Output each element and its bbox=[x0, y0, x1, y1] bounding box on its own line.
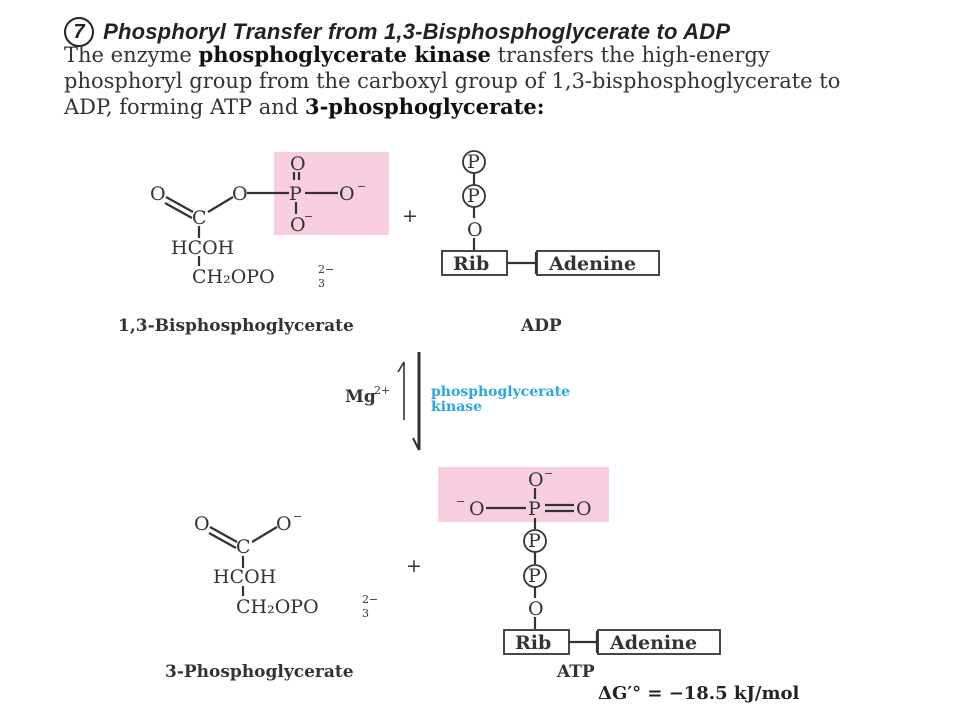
atom-o-right: O bbox=[576, 498, 592, 520]
hcoh-label: HCOH bbox=[171, 237, 234, 259]
atom-o-p-top: O bbox=[290, 153, 306, 175]
step-number-badge: 7 bbox=[64, 17, 94, 47]
enzyme-label-line1: phosphoglycerate bbox=[431, 384, 570, 400]
atom-o-left: O bbox=[469, 498, 485, 520]
bond bbox=[251, 526, 278, 543]
charge-minus: − bbox=[357, 180, 366, 193]
label-adp: ADP bbox=[520, 316, 562, 336]
hcoh-label: HCOH bbox=[213, 566, 276, 588]
atom-o-carbonyl: O bbox=[150, 183, 166, 205]
atom-c: C bbox=[236, 536, 251, 558]
bond bbox=[165, 196, 194, 213]
atom-p: P bbox=[528, 565, 541, 587]
adenine-label: Adenine bbox=[609, 632, 697, 654]
atom-p: P bbox=[528, 530, 541, 552]
atom-o: O bbox=[467, 219, 483, 241]
atom-p: P bbox=[289, 183, 302, 205]
bond bbox=[207, 196, 234, 213]
plus-sign-reactants: + bbox=[402, 205, 418, 227]
atom-o-p-right: O bbox=[339, 183, 355, 205]
charge-minus: − bbox=[293, 510, 302, 523]
atom-o-carbonyl: O bbox=[194, 513, 210, 535]
desc-enzyme: phosphoglycerate kinase bbox=[198, 42, 491, 67]
subscript-3: 3 bbox=[318, 277, 325, 290]
bisphosphoglycerate-structure: O O P O O O − − C HCOH CH₂OPO 2− 3 bbox=[150, 152, 389, 290]
atom-p: P bbox=[528, 498, 541, 520]
rib-label: Rib bbox=[515, 632, 551, 654]
ch2opo3-label: CH₂OPO bbox=[192, 266, 275, 288]
adenine-box bbox=[597, 629, 721, 655]
reaction-arrow: Mg 2+ phosphoglycerate kinase bbox=[345, 352, 570, 451]
label-bisphosphoglycerate: 1,3-Bisphosphoglycerate bbox=[118, 316, 354, 336]
step-title: Phosphoryl Transfer from 1,3-Bisphosphog… bbox=[103, 19, 731, 44]
bond bbox=[164, 202, 193, 219]
charge-minus: − bbox=[544, 467, 553, 480]
phosphoryl-highlight-bottom bbox=[438, 467, 609, 522]
atom-o-top: O bbox=[528, 469, 544, 491]
adp-structure: P P O Rib Adenine bbox=[441, 150, 660, 276]
desc-product: 3-phosphoglycerate: bbox=[304, 94, 545, 119]
atom-p: P bbox=[467, 185, 480, 207]
label-atp: ATP bbox=[556, 662, 595, 682]
bond bbox=[209, 526, 238, 543]
metal-charge: 2+ bbox=[374, 384, 390, 397]
phosphoglycerate-structure: O O − C HCOH CH₂OPO 2− 3 bbox=[194, 510, 378, 620]
delta-g-value: ΔG′° = −18.5 kJ/mol bbox=[598, 683, 800, 704]
plus-sign-products: + bbox=[406, 555, 422, 577]
adenine-box bbox=[536, 250, 660, 276]
desc-part1: The enzyme bbox=[64, 43, 199, 67]
atom-o: O bbox=[528, 598, 544, 620]
subscript-3: 3 bbox=[362, 607, 369, 620]
charge-2minus: 2− bbox=[318, 263, 334, 276]
ch2opo3-label: CH₂OPO bbox=[236, 596, 319, 618]
label-3-phosphoglycerate: 3-Phosphoglycerate bbox=[165, 662, 354, 682]
atom-o-ester: O bbox=[232, 183, 248, 205]
arrow-head-forward bbox=[412, 437, 420, 451]
enzyme-label-line2: kinase bbox=[431, 399, 482, 415]
step-title-row: 7 Phosphoryl Transfer from 1,3-Bisphosph… bbox=[64, 17, 894, 47]
atp-structure: O − − O P O P P O Rib Adenine bbox=[438, 467, 721, 655]
atom-o-carboxylate: O bbox=[276, 513, 292, 535]
atom-p: P bbox=[467, 151, 480, 173]
description-paragraph: The enzyme phosphoglycerate kinase trans… bbox=[64, 42, 894, 120]
atom-c: C bbox=[192, 207, 207, 229]
rib-label: Rib bbox=[453, 253, 489, 275]
desc-part2: transfers the high-energy phosphoryl gro… bbox=[64, 43, 841, 119]
charge-minus: − bbox=[304, 210, 313, 223]
charge-2minus: 2− bbox=[362, 593, 378, 606]
charge-minus: − bbox=[456, 495, 465, 508]
metal-ion: Mg bbox=[345, 387, 376, 407]
adenine-label: Adenine bbox=[548, 253, 636, 275]
rib-box bbox=[503, 629, 570, 655]
arrow-head-reverse bbox=[397, 361, 405, 373]
bond bbox=[208, 532, 237, 549]
atom-o-p-bottom: O bbox=[290, 214, 306, 236]
